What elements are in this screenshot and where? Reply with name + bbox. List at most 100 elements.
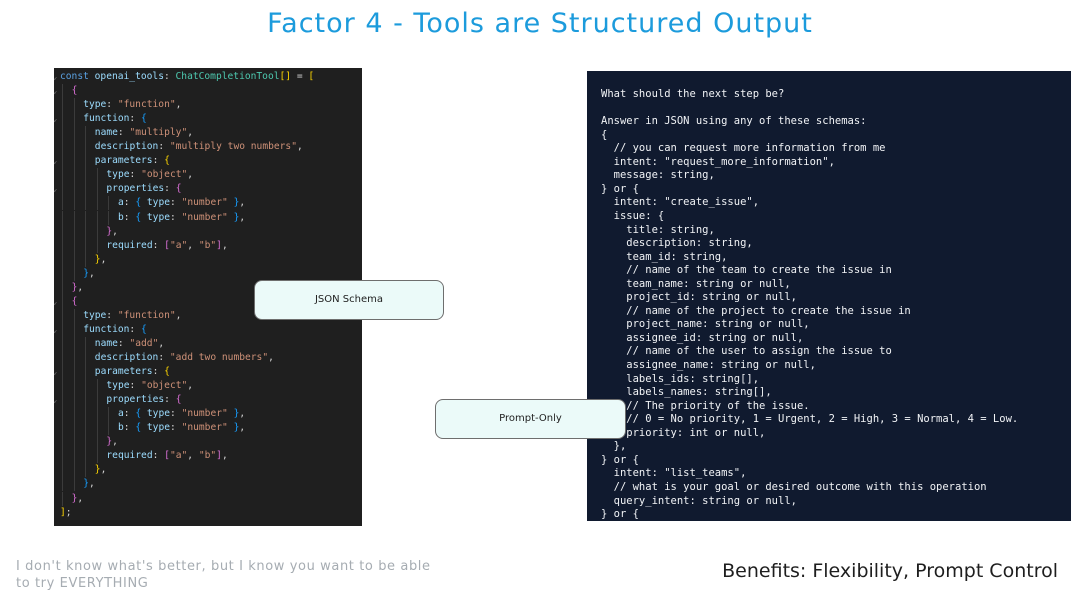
code-token: :: [152, 155, 165, 167]
code-token: ,: [100, 253, 107, 265]
code-text: },: [106, 225, 118, 239]
indent-guide: [62, 154, 63, 169]
code-token: ,: [175, 99, 182, 111]
code-text: type: "object",: [106, 379, 193, 393]
prompt-only-code-panel: What should the next step be?Answer in J…: [587, 71, 1071, 521]
fold-chevron-icon[interactable]: ⌄: [54, 296, 58, 307]
indent-guide: [73, 322, 75, 337]
indent-guide: [73, 266, 75, 281]
indent-guide: [73, 379, 75, 394]
code-token: parameters: [94, 155, 153, 167]
code-token: required: [106, 450, 153, 462]
code-token: openai_tools: [94, 71, 164, 82]
fold-chevron-icon[interactable]: ⌄: [54, 324, 58, 335]
fold-chevron-icon[interactable]: ⌄: [54, 367, 58, 378]
code-token: :: [152, 239, 165, 251]
code-token: ,: [175, 309, 182, 321]
code-token: name: [94, 337, 118, 349]
indent-guide: [73, 154, 75, 169]
indent-guide: [85, 168, 87, 183]
fold-chevron-icon[interactable]: ⌄: [54, 86, 58, 97]
code-token: properties: [106, 183, 165, 195]
code-token: :: [163, 71, 176, 82]
code-token: :: [123, 197, 136, 209]
indent-guide: [62, 393, 63, 408]
fold-chevron-icon[interactable]: ⌄: [54, 184, 58, 195]
indent-guide: [85, 463, 87, 478]
code-text: function: {: [83, 112, 147, 126]
indent-guide: [73, 421, 75, 436]
code-token: :: [123, 211, 136, 223]
code-token: "number": [181, 197, 228, 209]
indent-guide: [73, 126, 75, 141]
code-token: ,: [239, 211, 246, 223]
code-text: {: [72, 295, 78, 309]
prompt-line: labels_names: string[],: [601, 386, 772, 399]
code-token: "number": [181, 422, 228, 434]
fold-chevron-icon[interactable]: ⌄: [54, 395, 58, 406]
code-text: },: [83, 267, 95, 281]
code-token: "multiply two numbers": [169, 141, 297, 153]
indent-guide: [62, 182, 63, 197]
indent-guide: [96, 196, 98, 211]
code-token: ChatCompletionTool: [175, 71, 280, 82]
code-token: type: [146, 422, 171, 434]
code-token: ,: [187, 380, 194, 392]
prompt-line: priority: int or null,: [601, 426, 766, 439]
code-token: :: [123, 422, 136, 434]
prompt-line: } or {: [601, 182, 639, 195]
code-text: description: "add two numbers",: [95, 351, 274, 365]
code-token: }: [227, 422, 240, 434]
code-token: ,: [221, 450, 228, 462]
indent-guide: [73, 210, 75, 225]
indent-guide: [62, 280, 63, 295]
indent-guide: [85, 126, 87, 141]
code-token: "object": [141, 169, 188, 181]
code-token: []: [279, 71, 292, 82]
indent-guide: [62, 238, 63, 253]
prompt-line: // The priority of the issue.: [601, 399, 810, 412]
code-token: :: [152, 366, 165, 378]
indent-guide: [62, 407, 63, 422]
indent-guide: [85, 421, 87, 436]
indent-guide: [85, 224, 87, 239]
code-token: ,: [112, 436, 118, 448]
indent-guide: [73, 477, 75, 492]
fold-chevron-icon[interactable]: ⌄: [54, 114, 58, 125]
code-token: {: [135, 422, 147, 434]
prompt-only-label: Prompt-Only: [499, 413, 562, 424]
indent-guide: [62, 112, 63, 127]
indent-guide: [62, 252, 63, 267]
code-text: name: "multiply",: [95, 126, 193, 140]
indent-guide: [96, 449, 98, 464]
code-token: }: [227, 197, 240, 209]
prompt-line: assignee_id: string or null,: [601, 331, 804, 344]
indent-guide: [73, 196, 75, 211]
code-token: :: [106, 99, 118, 111]
code-text: properties: {: [106, 182, 181, 196]
fold-chevron-icon[interactable]: ⌄: [54, 72, 58, 82]
indent-guide: [96, 435, 98, 450]
prompt-only-label-box: Prompt-Only: [435, 399, 626, 439]
code-token: }: [227, 211, 240, 223]
code-text: ];: [60, 506, 72, 520]
code-text: },: [83, 477, 95, 491]
code-token: const: [60, 71, 95, 82]
code-token: function: [83, 113, 130, 125]
json-schema-label: JSON Schema: [314, 294, 384, 305]
prompt-line: intent: "request_more_information",: [601, 155, 835, 168]
code-token: ,: [77, 492, 84, 504]
code-token: parameters: [94, 366, 153, 378]
prompt-line: Answer in JSON using any of these schema…: [601, 115, 867, 128]
prompt-line: // you can request more information from…: [601, 142, 886, 155]
indent-guide: [73, 463, 75, 478]
indent-guide: [85, 393, 87, 408]
indent-guide: [62, 98, 63, 113]
indent-guide: [73, 435, 75, 450]
code-token: {: [135, 197, 147, 209]
indent-guide: [108, 196, 110, 211]
indent-guide: [96, 224, 98, 239]
code-token: ,: [239, 422, 246, 434]
fold-chevron-icon[interactable]: ⌄: [54, 156, 58, 167]
code-token: :: [158, 352, 170, 363]
